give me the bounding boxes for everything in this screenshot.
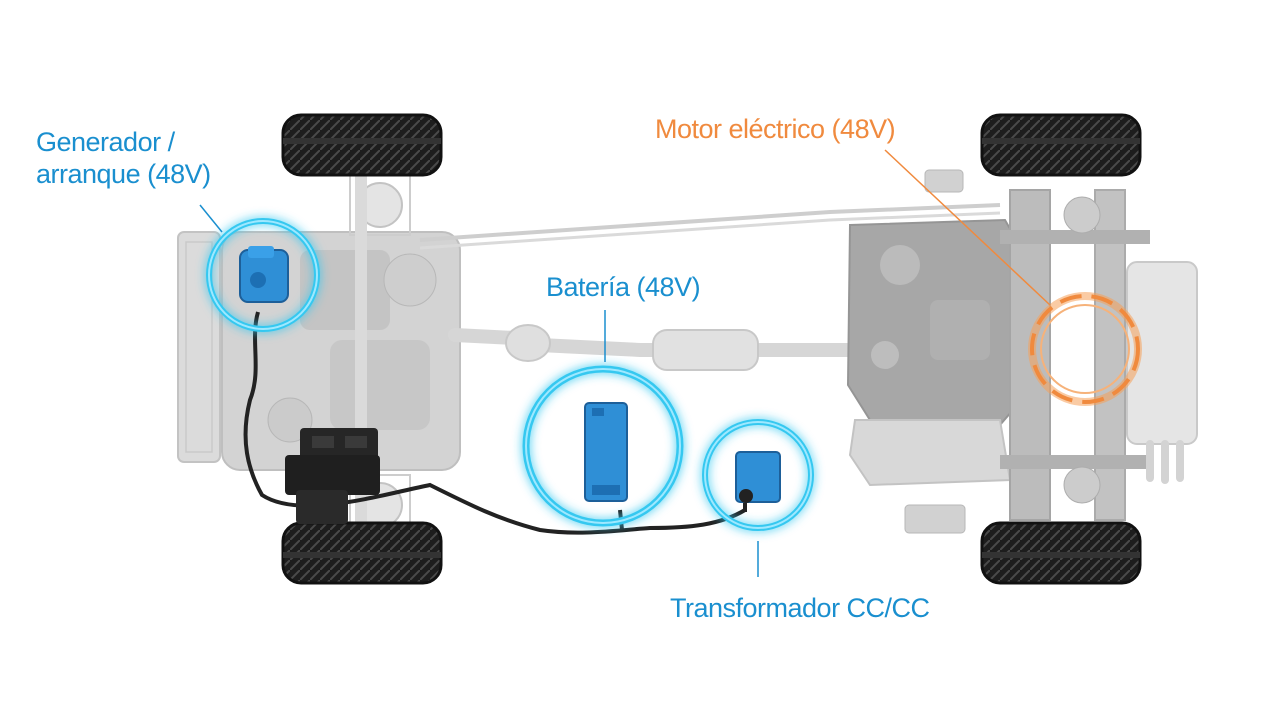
generator-label-line1: Generador / xyxy=(36,127,175,157)
chassis xyxy=(177,135,1198,570)
wiring-harness xyxy=(243,311,747,535)
tyre-rear-left xyxy=(980,113,1142,177)
tyres xyxy=(281,113,1142,585)
generator-starter xyxy=(206,218,320,332)
electric-motor xyxy=(1028,292,1142,406)
generator-label: Generador / arranque (48V) xyxy=(36,126,211,190)
tyre-front-left xyxy=(281,113,443,177)
chassis-lines xyxy=(419,203,1001,242)
battery-48v xyxy=(522,365,684,527)
dc-dc-transformer xyxy=(702,419,814,531)
transformer-label: Transformador CC/CC xyxy=(670,593,930,623)
battery-label: Batería (48V) xyxy=(546,272,701,302)
generator-leader-line xyxy=(199,204,223,233)
battery-48v-unit xyxy=(584,402,628,502)
generator-label-line2: arranque (48V) xyxy=(36,159,211,189)
radiator xyxy=(177,231,221,463)
motor-label: Motor eléctrico (48V) xyxy=(655,114,896,144)
battery-12v xyxy=(285,428,380,524)
motor-leader-line xyxy=(884,149,1051,306)
muffler xyxy=(652,329,759,371)
